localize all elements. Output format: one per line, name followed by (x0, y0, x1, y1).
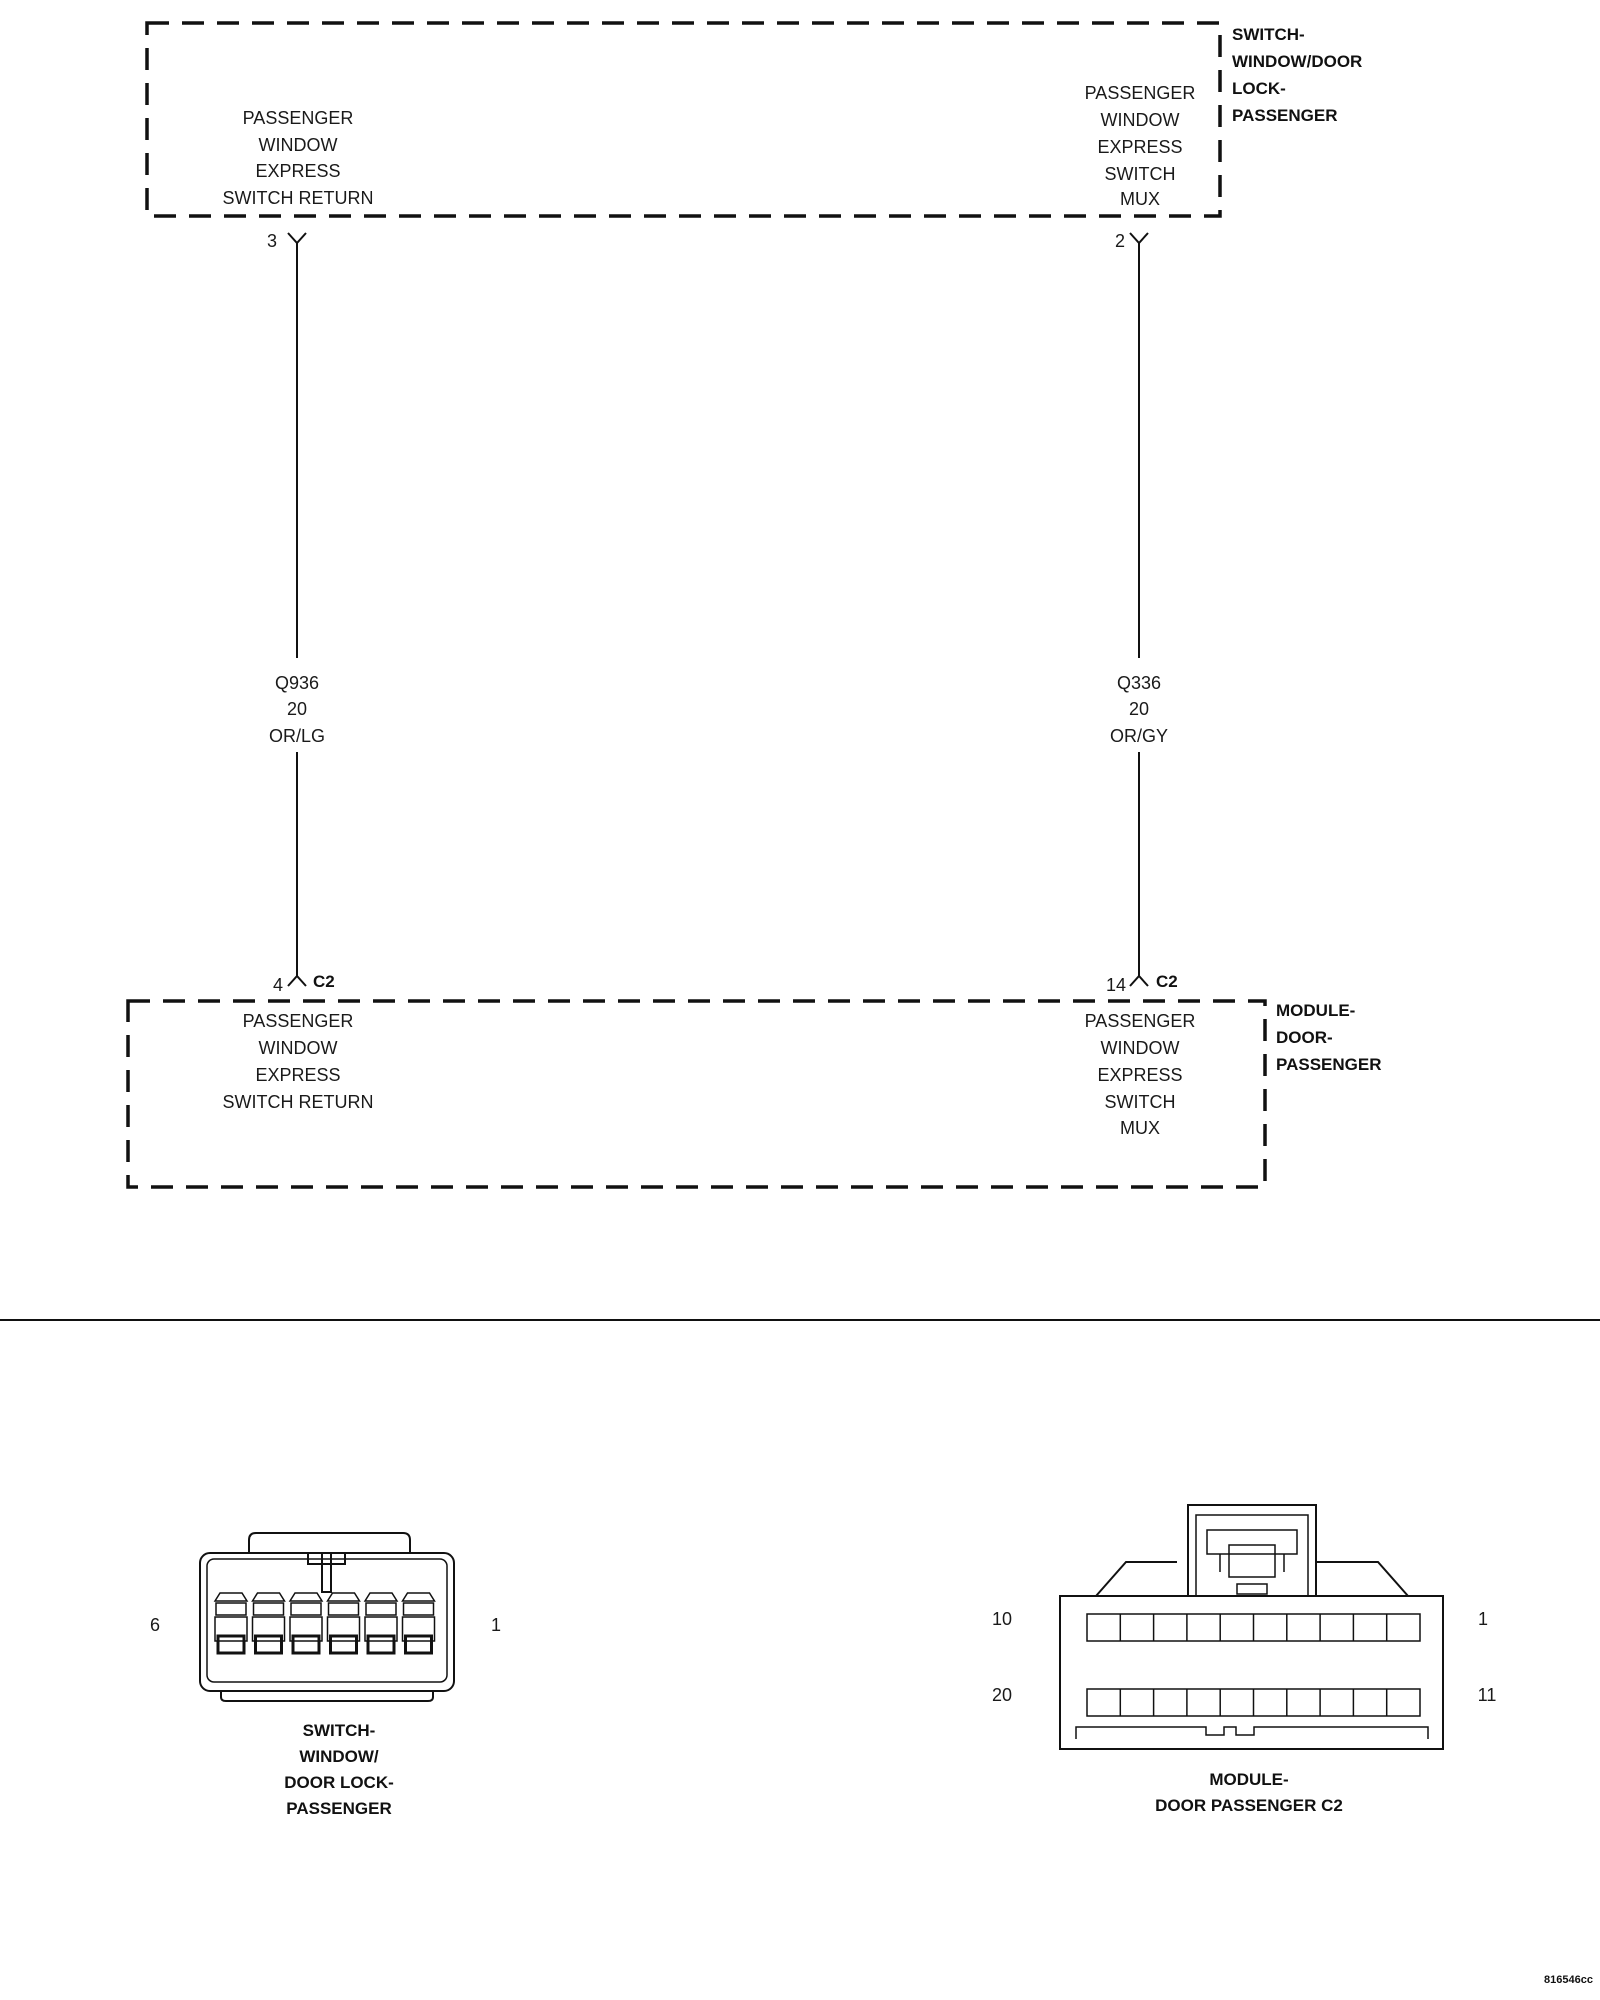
module-connector-pin-1-label: 1 (1478, 1609, 1488, 1629)
pin-description-line: SWITCH RETURN (223, 188, 374, 208)
wire-color-code: OR/GY (1110, 726, 1168, 746)
terminal-male-icon (1129, 232, 1149, 245)
module-label-line: DOOR- (1276, 1028, 1333, 1047)
connector-cavity (213, 1592, 249, 1655)
connector-key-stem (321, 1552, 332, 1593)
caption-line: PASSENGER (286, 1799, 392, 1818)
connector-bottom-lip (220, 1691, 434, 1702)
module-connector-pin-11-label: 11 (1478, 1685, 1497, 1705)
pin-description-line: MUX (1120, 189, 1160, 209)
connector-shoulder-right (1316, 1561, 1409, 1597)
connector-latch-window (1228, 1544, 1276, 1578)
switch-connector-face (199, 1532, 455, 1702)
pin-description-line: SWITCH RETURN (223, 1092, 374, 1112)
pin-description-line: WINDOW (259, 1038, 338, 1058)
pin-description-line: EXPRESS (255, 1065, 340, 1085)
wire-circuit: Q336 (1117, 673, 1161, 693)
wire-q336-label: Q336 20 OR/GY (1110, 673, 1168, 746)
module-right-pin-description: PASSENGER WINDOW EXPRESS SWITCH MUX (1085, 1011, 1196, 1138)
switch-pin-3-number: 3 (267, 231, 277, 251)
switch-component-box (145, 21, 1222, 218)
connector-cavity (251, 1592, 286, 1655)
module-pin-4-number: 4 (273, 975, 283, 995)
caption-line: DOOR PASSENGER C2 (1155, 1796, 1343, 1815)
connector-body (1059, 1595, 1444, 1750)
caption-line: WINDOW/ (299, 1747, 379, 1766)
terminal-female-icon (1129, 974, 1149, 987)
pin-description-line: EXPRESS (1097, 137, 1182, 157)
caption-line: SWITCH- (303, 1721, 376, 1740)
connector-latch (1206, 1529, 1298, 1555)
switch-connector-caption: SWITCH- WINDOW/ DOOR LOCK- PASSENGER (284, 1721, 394, 1818)
connector-cavity (363, 1592, 399, 1655)
module-connector-pin-20-label: 20 (992, 1685, 1012, 1705)
pin-description-line: PASSENGER (1085, 83, 1196, 103)
connector-cavity-row (1086, 1613, 1421, 1642)
connector-latch-slot (1236, 1583, 1268, 1595)
module-connector-pin-10-label: 10 (992, 1609, 1012, 1629)
module-label-line: MODULE- (1276, 1001, 1355, 1020)
pin-description-line: WINDOW (259, 135, 338, 155)
switch-connector-pin-1-label: 1 (491, 1615, 501, 1635)
connector-key-edge (1075, 1726, 1429, 1739)
connector-latch-tower-inner (1195, 1514, 1309, 1596)
pin-description-line: EXPRESS (255, 161, 340, 181)
pin-description-line: PASSENGER (243, 108, 354, 128)
pin-description-line: EXPRESS (1097, 1065, 1182, 1085)
connector-body-inner (206, 1558, 448, 1683)
connector-cavity-row (1086, 1688, 1421, 1717)
switch-label-line: WINDOW/DOOR (1232, 52, 1362, 71)
connector-latch-arms (1219, 1554, 1285, 1572)
switch-pin-2-number: 2 (1115, 231, 1125, 251)
pin-description-line: SWITCH (1105, 1092, 1176, 1112)
switch-left-pin-description: PASSENGER WINDOW EXPRESS SWITCH RETURN (223, 108, 374, 208)
switch-component-label: SWITCH- WINDOW/DOOR LOCK- PASSENGER (1232, 25, 1362, 125)
terminal-female-icon (287, 974, 307, 987)
wire-color-code: OR/LG (269, 726, 325, 746)
pin-description-line: WINDOW (1101, 1038, 1180, 1058)
connector-shoulder-left (1095, 1561, 1177, 1597)
module-pin-14-number: 14 (1106, 975, 1126, 995)
pin-description-line: MUX (1120, 1118, 1160, 1138)
figure-id: 816546cc (1544, 1974, 1593, 1986)
caption-line: MODULE- (1209, 1770, 1288, 1789)
connector-cavity (401, 1592, 436, 1655)
pin-description-line: PASSENGER (1085, 1011, 1196, 1031)
module-label-line: PASSENGER (1276, 1055, 1382, 1074)
caption-line: DOOR LOCK- (284, 1773, 394, 1792)
wire-gauge: 20 (1129, 699, 1149, 719)
switch-label-line: LOCK- (1232, 79, 1286, 98)
wire-gauge: 20 (287, 699, 307, 719)
switch-right-pin-description: PASSENGER WINDOW EXPRESS SWITCH MUX (1085, 83, 1196, 209)
module-component-label: MODULE- DOOR- PASSENGER (1276, 1001, 1382, 1074)
connector-cavity (288, 1592, 324, 1655)
terminal-male-icon (287, 232, 307, 245)
module-connector-caption: MODULE- DOOR PASSENGER C2 (1155, 1770, 1343, 1815)
connector-latch-tower (1187, 1504, 1317, 1596)
module-component-box (126, 999, 1267, 1189)
module-connector-face (1059, 1504, 1444, 1750)
pin-description-line: SWITCH (1105, 164, 1176, 184)
switch-label-line: PASSENGER (1232, 106, 1338, 125)
pin-description-line: PASSENGER (243, 1011, 354, 1031)
wire-circuit: Q936 (275, 673, 319, 693)
switch-connector-pin-6-label: 6 (150, 1615, 160, 1635)
module-connector-c2-label: C2 (313, 972, 335, 991)
wire-q936-label: Q936 20 OR/LG (269, 673, 325, 746)
pin-description-line: WINDOW (1101, 110, 1180, 130)
module-left-pin-description: PASSENGER WINDOW EXPRESS SWITCH RETURN (223, 1011, 374, 1112)
connector-cavities (213, 1592, 436, 1655)
switch-label-line: SWITCH- (1232, 25, 1305, 44)
connector-cavity (326, 1592, 361, 1655)
module-connector-c2-label: C2 (1156, 972, 1178, 991)
connector-cavities (1086, 1613, 1421, 1717)
connector-latch-housing (248, 1532, 411, 1553)
